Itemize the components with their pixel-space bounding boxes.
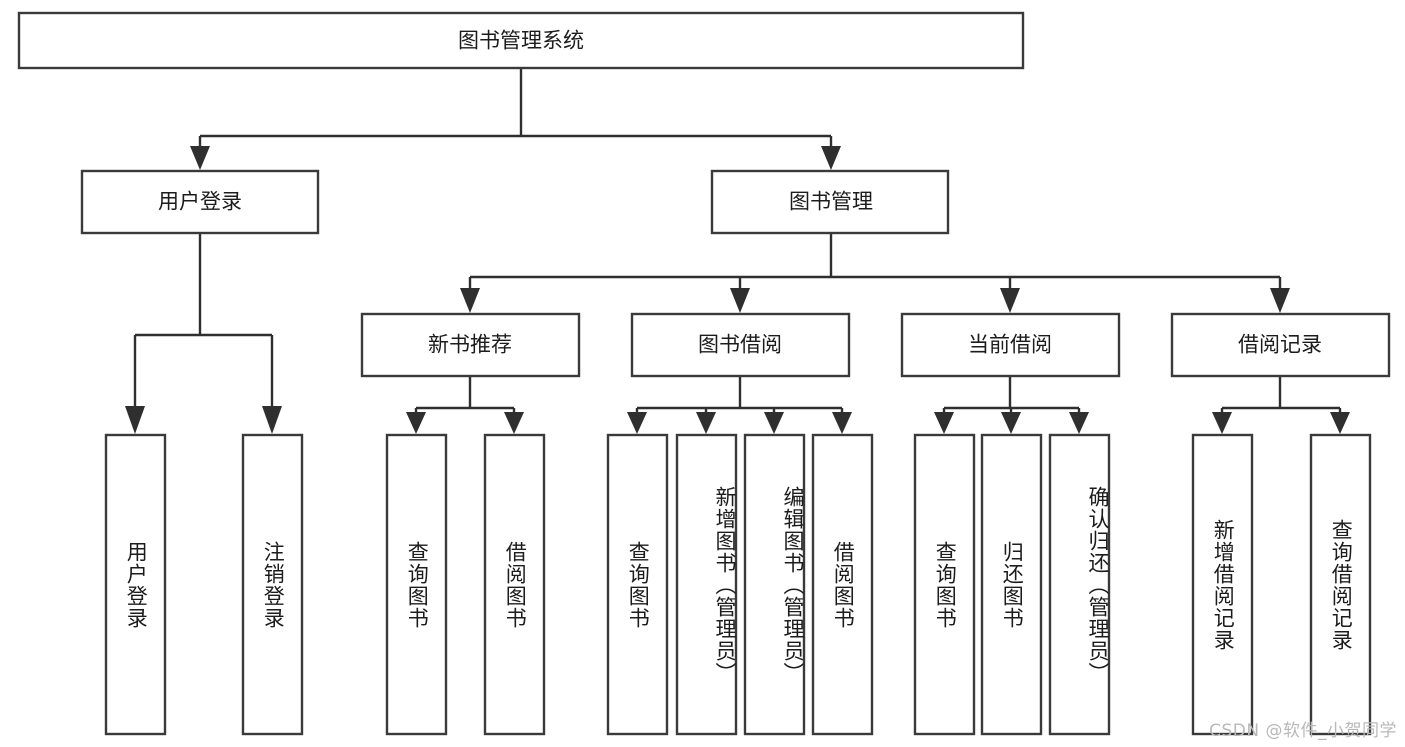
connector-group-new-book-recommend-to-leaves <box>406 376 524 434</box>
connector-group-borrow-record-to-leaves <box>1212 376 1350 434</box>
node-new-book-recommend-box[interactable] <box>360 312 581 378</box>
node-current-borrow-label: 当前借阅 <box>968 333 1052 357</box>
arrowhead-current-borrow <box>1000 288 1020 313</box>
leaf-box-query-book-3[interactable] <box>913 433 976 736</box>
arrowhead-leaf-add-borrow-record <box>1212 412 1232 434</box>
leaf-box-query-book-2[interactable] <box>606 433 669 736</box>
leaf-box-return-book[interactable] <box>980 433 1043 736</box>
arrowhead-leaf-query-book-1 <box>406 412 426 434</box>
node-book-management-label: 图书管理 <box>789 190 873 214</box>
node-borrow-record-box[interactable] <box>1170 312 1391 378</box>
node-current-borrow-box[interactable] <box>900 312 1121 378</box>
leaf-box-logout-login[interactable] <box>241 433 304 736</box>
leaf-box-user-login[interactable] <box>104 433 167 736</box>
arrowhead-borrow-record <box>1270 288 1290 313</box>
node-user-login[interactable]: 用户登录 <box>80 169 320 235</box>
arrowhead-leaf-confirm-return-admin <box>1069 412 1089 434</box>
node-book-borrow-label: 图书借阅 <box>698 333 782 357</box>
arrowhead-leaf-add-book-admin <box>696 412 716 434</box>
leaf-box-borrow-book-2[interactable] <box>811 433 874 736</box>
node-new-book-recommend-label: 新书推荐 <box>428 333 512 357</box>
node-user-login-box[interactable] <box>80 169 320 235</box>
leaf-box-add-book-admin[interactable] <box>675 433 738 736</box>
watermark-text: CSDN @软件_小贺同学 <box>1209 721 1397 741</box>
node-root-box[interactable] <box>17 11 1025 70</box>
arrowhead-leaf-query-book-2 <box>627 412 647 434</box>
node-borrow-record-label: 借阅记录 <box>1238 333 1322 357</box>
leaf-box-add-borrow-record[interactable] <box>1191 433 1254 736</box>
node-book-management[interactable]: 图书管理 <box>710 169 950 235</box>
connector-group-book-borrow-to-leaves <box>627 376 852 434</box>
arrowhead-book-management <box>821 146 841 170</box>
node-root[interactable]: 图书管理系统 <box>17 11 1025 70</box>
arrowhead-leaf-query-book-3 <box>934 412 954 434</box>
leaf-box-query-book-1[interactable] <box>385 433 448 736</box>
leaf-box-borrow-book-1[interactable] <box>483 433 546 736</box>
connector-group-current-borrow-to-leaves <box>934 376 1089 434</box>
arrowhead-book-borrow <box>730 288 750 313</box>
arrowhead-leaf-user-login <box>125 406 145 434</box>
arrowhead-leaf-edit-book-admin <box>764 412 784 434</box>
connector-group-book-management-to-level3 <box>460 233 1290 313</box>
arrowhead-leaf-borrow-book-2 <box>832 412 852 434</box>
node-book-borrow-box[interactable] <box>630 312 851 378</box>
leaf-box-edit-book-admin[interactable] <box>743 433 806 736</box>
node-new-book-recommend[interactable]: 新书推荐 <box>360 312 581 378</box>
leaf-boxes-group <box>104 433 1372 736</box>
connector-group-user-login-to-leaves <box>125 233 282 434</box>
arrowhead-leaf-logout-login <box>262 406 282 434</box>
leaf-box-query-borrow-record[interactable] <box>1309 433 1372 736</box>
arrowhead-new-book-recommend <box>460 288 480 313</box>
arrowhead-user-login <box>190 146 210 170</box>
node-book-borrow[interactable]: 图书借阅 <box>630 312 851 378</box>
node-current-borrow[interactable]: 当前借阅 <box>900 312 1121 378</box>
arrowhead-leaf-query-borrow-record <box>1330 412 1350 434</box>
node-borrow-record[interactable]: 借阅记录 <box>1170 312 1391 378</box>
node-book-management-box[interactable] <box>710 169 950 235</box>
arrowhead-leaf-borrow-book-1 <box>504 412 524 434</box>
connector-group-root-to-level2 <box>190 68 841 170</box>
arrowhead-leaf-return-book <box>1001 412 1021 434</box>
node-root-label: 图书管理系统 <box>458 29 584 53</box>
leaf-box-confirm-return-admin[interactable] <box>1048 433 1111 736</box>
node-user-login-label: 用户登录 <box>158 190 242 214</box>
